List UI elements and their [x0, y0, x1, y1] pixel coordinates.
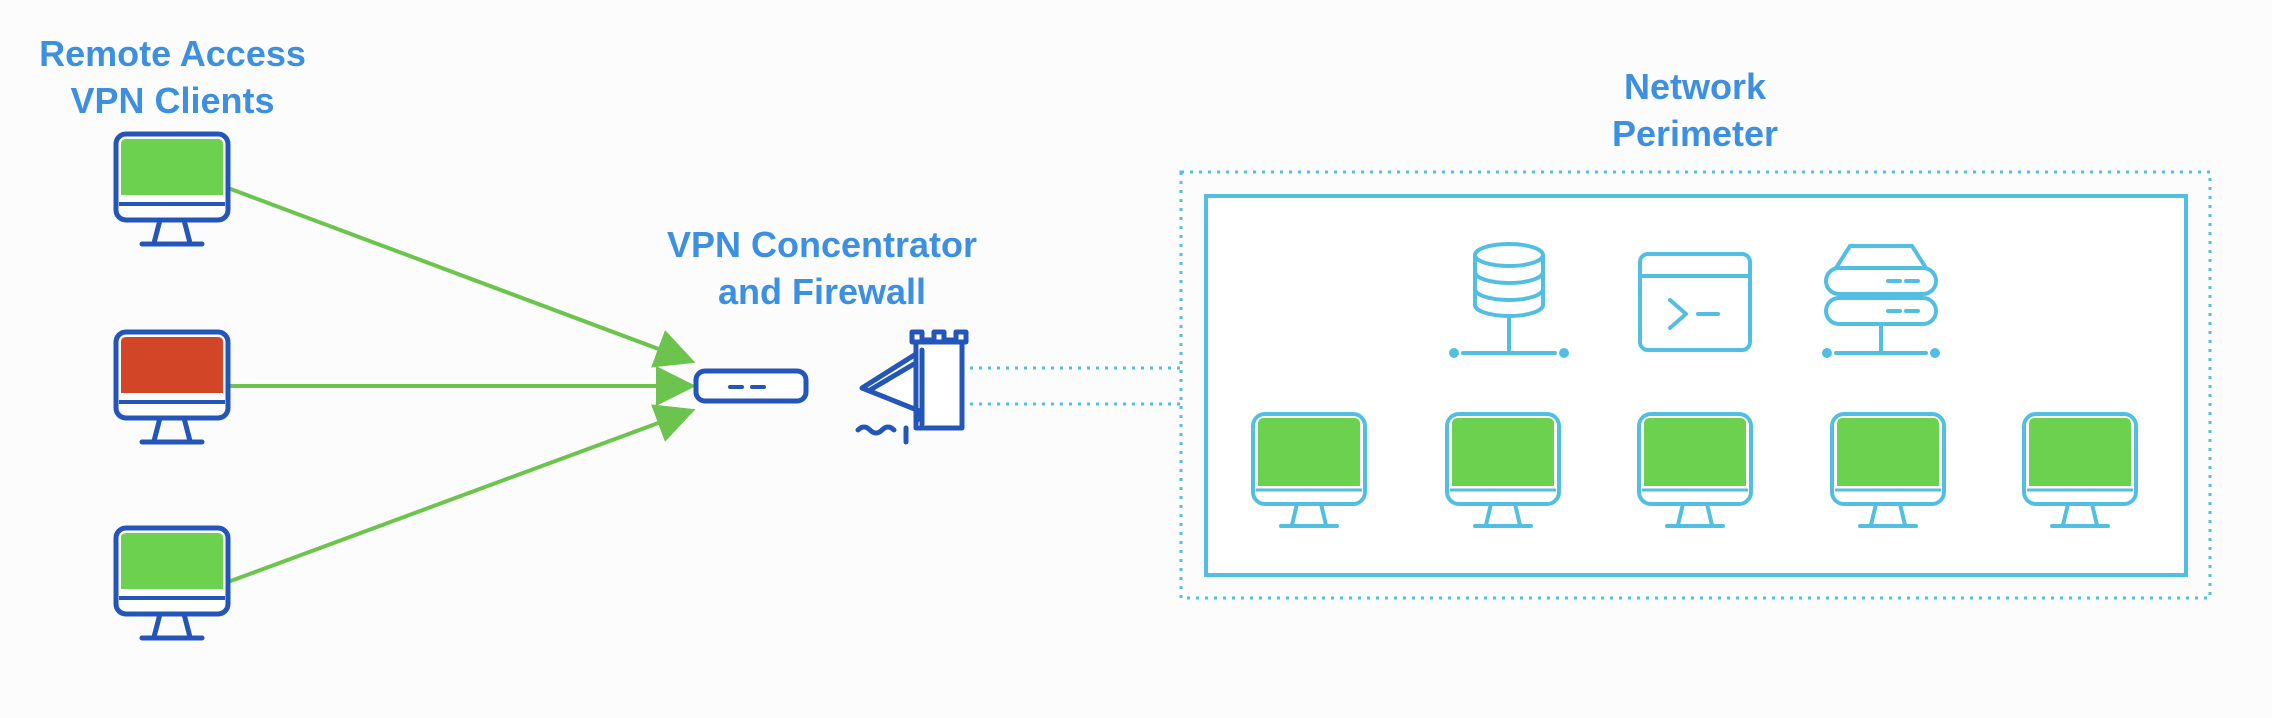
client-monitor-3	[113, 525, 231, 641]
concentrator-label: VPN Concentrator and Firewall	[612, 221, 1032, 315]
perimeter-workstation-2	[1445, 412, 1561, 528]
client-screen	[121, 337, 223, 393]
clients-label-line1: Remote Access	[39, 33, 306, 74]
client-monitor-2	[113, 329, 231, 445]
perimeter-workstation-3	[1637, 412, 1753, 528]
perimeter-workstation-1	[1251, 412, 1367, 528]
perimeter-label-line1: Network	[1623, 66, 1767, 107]
client-monitor-1	[113, 131, 231, 247]
vpn-concentrator-icon	[693, 368, 809, 404]
perimeter-outer-dotted	[1179, 170, 2212, 600]
clients-label: Remote Access VPN Clients	[0, 30, 345, 124]
perimeter-workstation-4	[1830, 412, 1946, 528]
client-screen	[121, 139, 223, 195]
database-icon	[1449, 242, 1569, 358]
server-icon	[1822, 244, 1940, 358]
arrow-client-1	[227, 186, 696, 368]
client-screen	[121, 533, 223, 589]
terminal-icon	[1638, 252, 1752, 352]
clients-label-line2: VPN Clients	[70, 80, 275, 121]
perimeter-workstation-5	[2022, 412, 2138, 528]
perimeter-label: Network Perimeter	[1545, 63, 1845, 157]
perimeter-label-line2: Perimeter	[1611, 113, 1779, 154]
arrow-client-3	[227, 404, 696, 584]
concentrator-label-line1: VPN Concentrator	[666, 224, 978, 265]
firewall-icon	[855, 329, 969, 445]
concentrator-label-line2: and Firewall	[717, 271, 927, 312]
perimeter-inner-box	[1204, 194, 2188, 577]
